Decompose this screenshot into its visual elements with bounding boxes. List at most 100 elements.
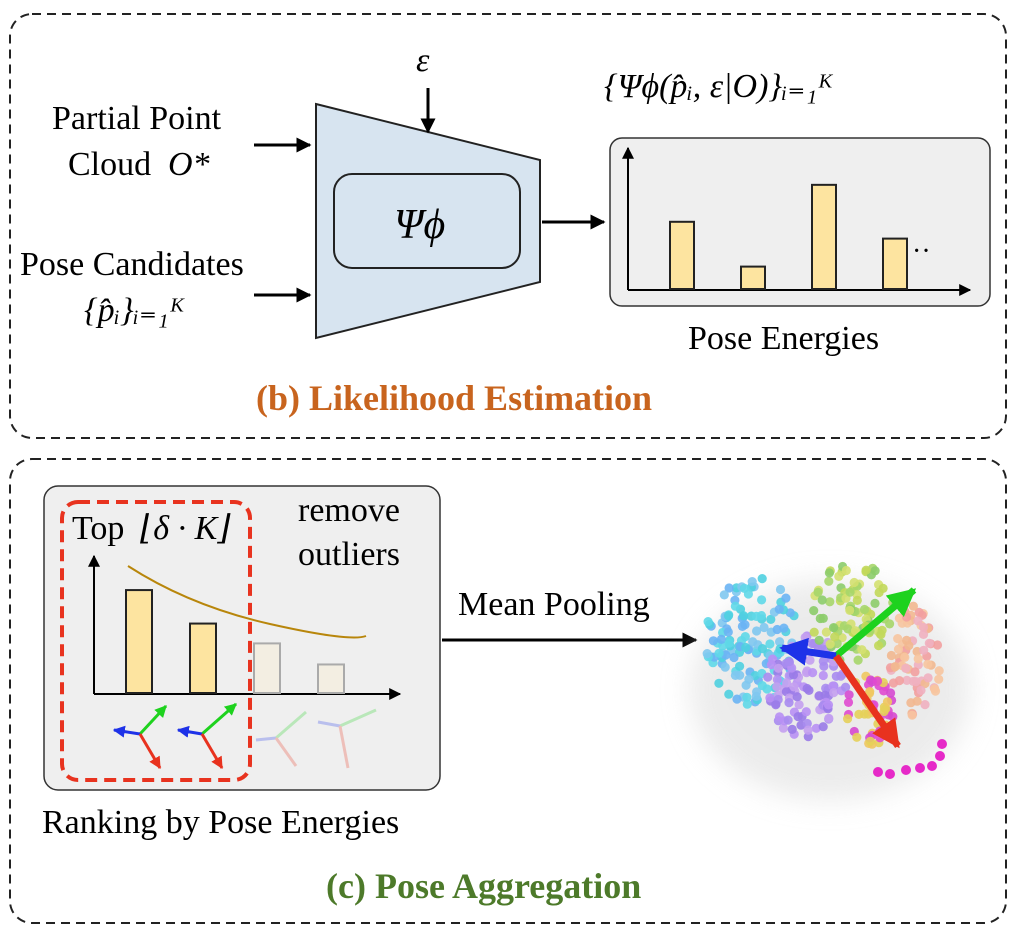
point <box>724 583 734 593</box>
point <box>772 682 782 692</box>
pose-axes-icon <box>779 587 917 749</box>
point <box>803 725 813 735</box>
pose-axes-icon <box>255 710 307 767</box>
point <box>752 687 762 697</box>
point <box>853 655 863 665</box>
point <box>747 577 757 587</box>
top-k-label: Top <box>72 510 125 547</box>
point <box>923 673 933 683</box>
point <box>841 682 851 692</box>
point <box>927 761 937 771</box>
point <box>865 736 876 746</box>
point <box>937 739 947 749</box>
point <box>910 667 920 677</box>
top-k-formula: ⌊δ · K⌋ <box>140 510 231 547</box>
point <box>825 639 835 649</box>
point <box>774 712 785 722</box>
point <box>888 712 898 722</box>
noise-symbol: ε <box>416 42 430 79</box>
pose-axes-icon <box>176 702 237 770</box>
ranking-panel <box>43 485 441 791</box>
point <box>885 619 895 629</box>
point <box>844 690 854 700</box>
point <box>932 640 943 650</box>
point <box>824 568 835 578</box>
point <box>882 697 893 707</box>
point <box>766 660 777 670</box>
energy-ellipsis: ·· <box>912 236 931 267</box>
point <box>870 598 880 609</box>
point <box>821 683 831 693</box>
point <box>730 601 741 611</box>
point <box>739 611 749 621</box>
point <box>873 767 883 777</box>
point <box>911 677 921 687</box>
point <box>702 649 712 659</box>
chart-bar <box>125 589 153 695</box>
point <box>918 629 929 640</box>
chart-bar <box>189 622 217 694</box>
point <box>894 676 905 686</box>
point <box>893 644 904 654</box>
point <box>809 606 819 616</box>
point <box>779 623 789 633</box>
point <box>719 590 729 600</box>
point <box>723 611 734 621</box>
pose-input-symbol: {p̂ᵢ}ᵢ₌₁ᴷ <box>84 292 186 329</box>
point <box>782 678 792 688</box>
network-inner-box <box>333 173 521 269</box>
point <box>723 627 733 637</box>
point <box>813 587 823 597</box>
point <box>794 700 804 710</box>
point <box>859 604 870 615</box>
point <box>742 692 752 702</box>
point <box>861 565 871 575</box>
point <box>834 571 844 582</box>
point <box>818 656 828 666</box>
chart-bar <box>740 265 766 291</box>
point <box>934 674 944 684</box>
point <box>783 715 793 725</box>
point <box>759 622 769 633</box>
point <box>784 698 794 708</box>
point <box>829 688 839 698</box>
point <box>852 595 862 606</box>
point <box>824 713 834 723</box>
point <box>703 617 713 627</box>
energy-trend-curve <box>127 565 367 639</box>
pose-axes-icon <box>317 708 377 769</box>
point <box>901 765 911 775</box>
point <box>774 604 784 614</box>
point <box>900 652 910 663</box>
point <box>845 605 855 616</box>
point <box>843 697 854 708</box>
point <box>872 676 883 686</box>
mean-pooling-label: Mean Pooling <box>458 586 650 623</box>
point <box>803 732 813 742</box>
point <box>724 638 734 648</box>
point <box>757 574 767 584</box>
point <box>714 648 724 658</box>
point <box>729 652 739 663</box>
point <box>815 613 825 624</box>
point <box>801 707 811 717</box>
point <box>716 634 727 645</box>
point <box>735 661 745 671</box>
point <box>881 704 891 714</box>
point <box>874 641 884 651</box>
point <box>902 675 912 686</box>
point <box>765 639 775 649</box>
point <box>744 674 754 684</box>
point <box>793 712 803 722</box>
point <box>878 583 888 594</box>
point <box>737 621 748 632</box>
point <box>714 678 724 688</box>
energy-formula: {Ψϕ(p̂ᵢ, ε|O)}ᵢ₌₁ᴷ <box>604 68 834 105</box>
point <box>886 688 896 698</box>
point <box>924 638 934 648</box>
chart-bar <box>811 183 837 290</box>
point <box>741 642 751 653</box>
point <box>807 638 817 649</box>
